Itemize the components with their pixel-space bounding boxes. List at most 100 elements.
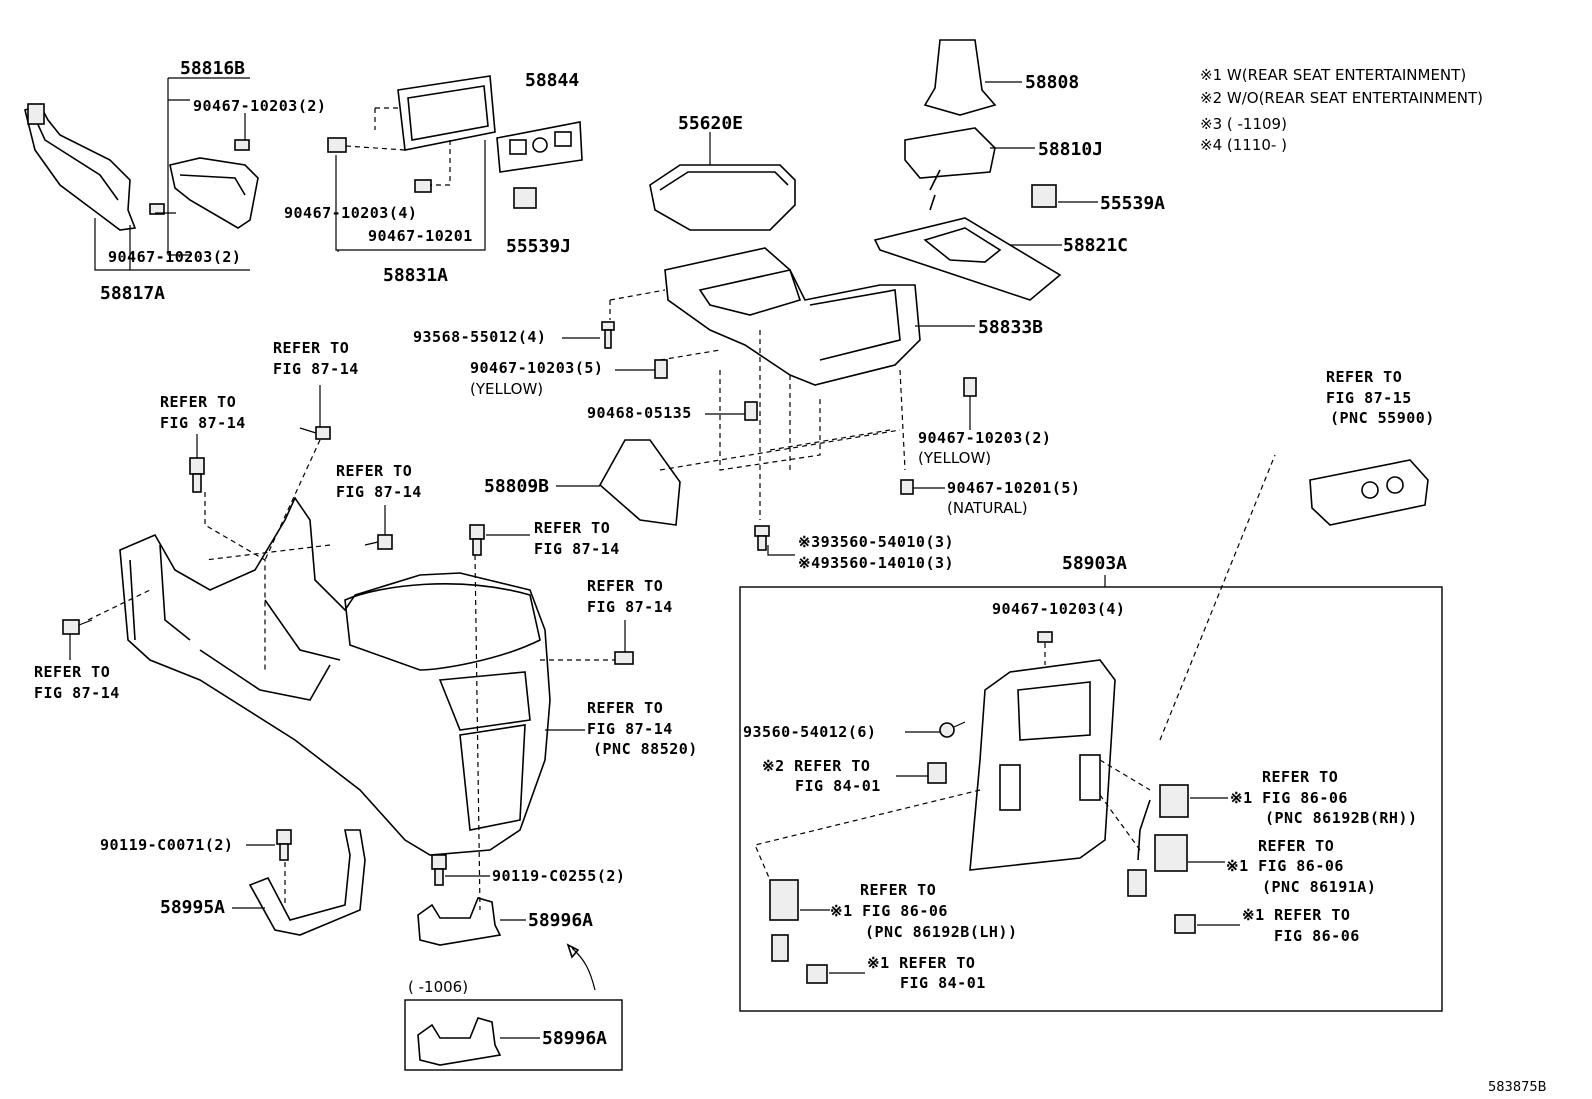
svg-text:FIG 87-14: FIG 87-14 xyxy=(587,720,673,738)
refer-r13[interactable]: ※1 REFER TO FIG 86-06 xyxy=(1242,906,1360,945)
label-58809b: 58809B xyxy=(484,476,549,497)
legend-line-1: ※1 W(REAR SEAT ENTERTAINMENT) xyxy=(1200,66,1466,84)
switch-panel-58844[interactable] xyxy=(496,121,583,173)
label-90467-10203-2b: 90467-10203(2) xyxy=(108,248,241,266)
svg-text:REFER TO: REFER TO xyxy=(1262,768,1338,786)
clip-icon xyxy=(654,359,668,379)
svg-text:FIG 87-14: FIG 87-14 xyxy=(160,414,246,432)
shift-boot-58808[interactable] xyxy=(923,39,997,116)
arrow xyxy=(571,947,596,991)
bolt-icon xyxy=(431,854,447,886)
clip-icon xyxy=(1174,914,1196,934)
bolt-icon xyxy=(469,524,485,556)
switch-55539a[interactable] xyxy=(1031,184,1057,208)
label-natural: (NATURAL) xyxy=(947,499,1028,517)
label-90467-10203-4b: 90467-10203(4) xyxy=(992,600,1125,618)
label-58903a: 58903A xyxy=(1062,553,1127,574)
refer-r2[interactable]: REFER TO FIG 87-14 xyxy=(160,393,246,432)
label-90467-10203-5: 90467-10203(5) xyxy=(470,359,603,377)
label-93560-54010: ※393560-54010(3) xyxy=(798,533,954,551)
label-yellow-1: (YELLOW) xyxy=(470,380,543,398)
label-58996a-a: 58996A xyxy=(528,910,593,931)
label-90467-10203-4a: 90467-10203(4) xyxy=(284,204,417,222)
svg-text:FIG 87-14: FIG 87-14 xyxy=(587,598,673,616)
label-range-1006: ( -1006) xyxy=(408,978,468,996)
bolt-icon xyxy=(62,619,93,635)
label-90468-05135: 90468-05135 xyxy=(587,404,692,422)
screw-icon xyxy=(939,721,966,738)
clip-icon xyxy=(927,762,947,784)
label-58996a-b: 58996A xyxy=(542,1028,607,1049)
refer-r14[interactable]: ※1 REFER TO FIG 84-01 xyxy=(867,954,986,992)
svg-text:FIG 87-14: FIG 87-14 xyxy=(34,684,120,702)
jack-lh[interactable] xyxy=(769,879,799,962)
svg-text:REFER TO: REFER TO xyxy=(1326,368,1402,386)
legend-line-2: ※2 W/O(REAR SEAT ENTERTAINMENT) xyxy=(1200,89,1483,107)
box-55620e[interactable] xyxy=(649,164,796,231)
clip-icon xyxy=(327,137,347,153)
refer-r6[interactable]: REFER TO FIG 87-14 xyxy=(34,663,120,702)
label-58808: 58808 xyxy=(1025,72,1079,93)
label-93560-54012: 93560-54012(6) xyxy=(743,723,876,741)
svg-text:FIG 84-01: FIG 84-01 xyxy=(900,974,986,992)
bracket-58996a-variant[interactable] xyxy=(417,1017,502,1066)
refer-r1[interactable]: REFER TO FIG 87-14 xyxy=(273,339,359,378)
svg-text:※1 REFER TO: ※1 REFER TO xyxy=(867,954,975,972)
label-yellow-2: (YELLOW) xyxy=(918,449,991,467)
svg-text:(PNC 86192B(RH)): (PNC 86192B(RH)) xyxy=(1265,809,1418,827)
svg-text:(PNC 86191A): (PNC 86191A) xyxy=(1262,878,1376,896)
group-58903a-box xyxy=(739,586,1443,1012)
svg-text:REFER TO: REFER TO xyxy=(587,699,663,717)
label-58995a: 58995A xyxy=(160,897,225,918)
shift-bezel-58810j[interactable] xyxy=(904,127,996,211)
bracket-58995a[interactable] xyxy=(248,829,366,936)
label-90467-10203-2a: 90467-10203(2) xyxy=(193,97,326,115)
refer-r9[interactable]: ※2 REFER TO FIG 84-01 xyxy=(762,757,881,795)
refer-r3[interactable]: REFER TO FIG 87-14 xyxy=(336,462,422,501)
svg-text:FIG 86-06: FIG 86-06 xyxy=(1274,927,1360,945)
cover-58809b[interactable] xyxy=(598,439,681,526)
bracket-58996a[interactable] xyxy=(417,897,502,946)
refer-r11[interactable]: REFER TO ※1 FIG 86-06 (PNC 86191A) xyxy=(1226,837,1376,896)
label-58821c: 58821C xyxy=(1063,235,1128,256)
bezel-58831a[interactable] xyxy=(397,75,496,151)
svg-text:(PNC 86192B(LH)): (PNC 86192B(LH)) xyxy=(865,923,1018,941)
label-58844: 58844 xyxy=(525,70,579,91)
panel-58816b[interactable] xyxy=(169,157,259,229)
clip-icon xyxy=(744,401,758,421)
svg-text:※1 FIG 86-06: ※1 FIG 86-06 xyxy=(1226,857,1344,875)
label-58810j: 58810J xyxy=(1038,139,1103,160)
label-55539j: 55539J xyxy=(506,236,571,257)
console-body[interactable] xyxy=(119,496,551,856)
console-box-58833b[interactable] xyxy=(664,247,921,386)
rear-panel-58903a[interactable] xyxy=(969,659,1116,871)
jack-rh[interactable] xyxy=(1137,784,1189,861)
svg-text:※1 FIG 86-06: ※1 FIG 86-06 xyxy=(1230,789,1348,807)
refer-r10[interactable]: REFER TO ※1 FIG 86-06 (PNC 86192B(RH)) xyxy=(1230,768,1418,827)
variant-box xyxy=(404,999,623,1071)
switch-55539j[interactable] xyxy=(513,187,537,209)
svg-text:※1 FIG 86-06: ※1 FIG 86-06 xyxy=(830,902,948,920)
bolt-icon xyxy=(601,321,615,349)
refer-r8[interactable]: REFER TO FIG 87-15 (PNC 55900) xyxy=(1326,368,1435,427)
jack-center[interactable] xyxy=(1127,834,1188,897)
label-93568-55012: 93568-55012(4) xyxy=(413,328,546,346)
control-module-55900[interactable] xyxy=(1309,459,1429,526)
svg-text:FIG 87-15: FIG 87-15 xyxy=(1326,389,1412,407)
label-55539a: 55539A xyxy=(1100,193,1165,214)
refer-r4[interactable]: REFER TO FIG 87-14 xyxy=(534,519,620,558)
clip-icon xyxy=(806,964,828,984)
refer-r5[interactable]: REFER TO FIG 87-14 xyxy=(587,577,673,616)
clip-icon xyxy=(963,377,977,397)
legend-line-3: ※3 ( -1109) xyxy=(1200,115,1287,133)
panel-58821c[interactable] xyxy=(873,217,1062,301)
label-90467-10203-2c: 90467-10203(2) xyxy=(918,429,1051,447)
refer-r7[interactable]: REFER TO FIG 87-14 (PNC 88520) xyxy=(587,699,698,758)
svg-text:(PNC 55900): (PNC 55900) xyxy=(1330,409,1435,427)
label-55620e: 55620E xyxy=(678,113,743,134)
refer-r12[interactable]: REFER TO ※1 FIG 86-06 (PNC 86192B(LH)) xyxy=(830,881,1018,941)
svg-text:FIG 87-14: FIG 87-14 xyxy=(336,483,422,501)
label-90119-c0255: 90119-C0255(2) xyxy=(492,867,625,885)
panel-58817a[interactable] xyxy=(24,103,137,231)
